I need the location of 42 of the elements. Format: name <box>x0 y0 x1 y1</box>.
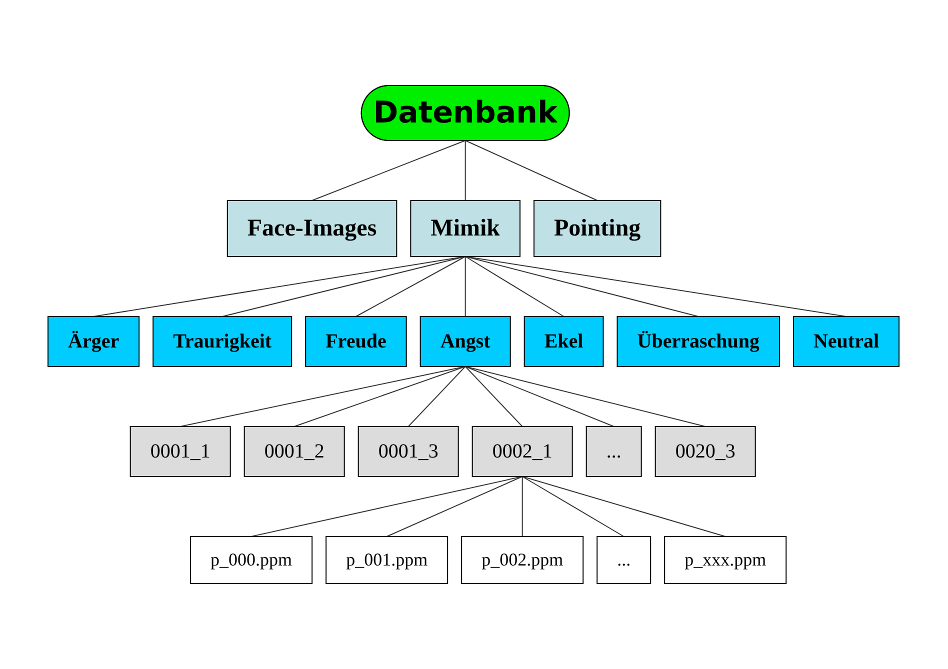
connector <box>465 256 848 317</box>
node-box: 0001_2 <box>244 426 346 477</box>
node-box: Angst <box>420 316 512 367</box>
connector <box>465 256 700 317</box>
connector <box>465 256 466 317</box>
node-box: 0020_3 <box>655 426 756 477</box>
node-box: Pointing <box>534 200 662 257</box>
node-box: 0001_1 <box>130 426 232 477</box>
connector <box>465 140 598 201</box>
node-box: Überraschung <box>617 316 780 367</box>
node-box: ... <box>597 536 652 584</box>
node-box: Traurigkeit <box>153 316 293 367</box>
node-box: p_002.ppm <box>462 536 584 584</box>
connector <box>251 476 524 537</box>
node-box: ... <box>586 426 642 477</box>
node-box: p_001.ppm <box>326 536 449 584</box>
connector <box>465 140 466 201</box>
node-box: Face-Images <box>227 200 398 257</box>
node-box: 0001_3 <box>358 426 460 477</box>
node-box: p_xxx.ppm <box>664 536 788 584</box>
connector <box>356 256 466 317</box>
connector <box>294 366 466 427</box>
connector <box>465 256 565 317</box>
connector <box>465 366 524 427</box>
node-box: Freude <box>306 316 408 367</box>
connector <box>522 476 625 537</box>
connector <box>522 476 524 537</box>
node-box: Ärger <box>48 316 140 367</box>
connector <box>222 256 466 317</box>
node-box: Mimik <box>410 200 521 257</box>
connector <box>180 366 466 427</box>
connector <box>465 366 706 427</box>
node-box: 0002_1 <box>472 426 574 477</box>
node-box: p_000.ppm <box>190 536 314 584</box>
connector <box>522 476 726 537</box>
node-box: Neutral <box>793 316 900 367</box>
connector <box>94 256 466 317</box>
connector <box>386 476 524 537</box>
connector <box>465 366 615 427</box>
node-box: Ekel <box>524 316 604 367</box>
connector <box>408 366 466 427</box>
connector <box>312 140 466 201</box>
